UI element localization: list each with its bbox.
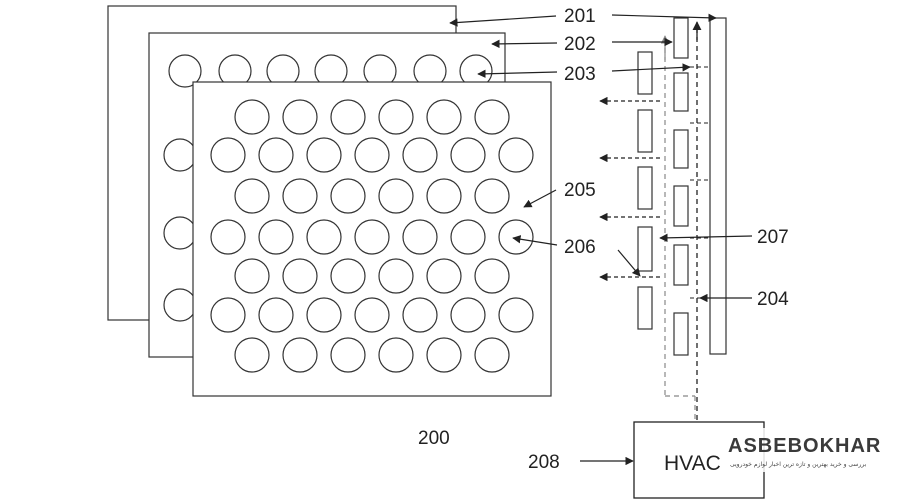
hole bbox=[330, 99, 366, 135]
hole bbox=[258, 297, 294, 333]
hole bbox=[426, 178, 462, 214]
watermark: ASBEBOKHAR بررسی و خرید بهترین و تازه تر… bbox=[724, 428, 881, 472]
hole bbox=[498, 137, 534, 173]
hole bbox=[474, 337, 510, 373]
label-206: 206 bbox=[564, 237, 596, 258]
hole bbox=[402, 297, 438, 333]
panel-205-holes bbox=[210, 99, 534, 373]
label-208: 208 bbox=[528, 452, 560, 473]
hole bbox=[498, 297, 534, 333]
hole bbox=[450, 137, 486, 173]
slot-connectors bbox=[690, 66, 710, 299]
hole bbox=[282, 337, 318, 373]
main-duct-bar bbox=[709, 17, 727, 355]
hole bbox=[282, 99, 318, 135]
hole bbox=[450, 297, 486, 333]
hole bbox=[210, 137, 246, 173]
return-air-path bbox=[664, 48, 696, 420]
hole bbox=[354, 137, 390, 173]
hole bbox=[168, 54, 202, 88]
hole bbox=[402, 137, 438, 173]
label-204: 204 bbox=[757, 289, 789, 310]
hole bbox=[426, 99, 462, 135]
hole bbox=[234, 178, 270, 214]
label-207: 207 bbox=[757, 227, 789, 248]
hole bbox=[210, 297, 246, 333]
hole bbox=[330, 178, 366, 214]
hvac-label: HVAC bbox=[664, 452, 721, 475]
hole bbox=[163, 138, 197, 172]
hole bbox=[378, 178, 414, 214]
hole bbox=[354, 219, 390, 255]
hole bbox=[378, 337, 414, 373]
hole bbox=[402, 219, 438, 255]
hole bbox=[282, 258, 318, 294]
label-202: 202 bbox=[564, 34, 596, 55]
hole bbox=[330, 337, 366, 373]
hole bbox=[498, 219, 534, 255]
hole bbox=[258, 137, 294, 173]
label-203: 203 bbox=[564, 64, 596, 85]
hole bbox=[234, 337, 270, 373]
hole bbox=[450, 219, 486, 255]
hole bbox=[234, 258, 270, 294]
airflow-arrows bbox=[599, 96, 660, 282]
label-200: 200 bbox=[418, 428, 450, 449]
hole bbox=[330, 258, 366, 294]
hole bbox=[474, 178, 510, 214]
hole bbox=[258, 219, 294, 255]
leader-arrows bbox=[449, 13, 753, 466]
watermark-brand: ASBEBOKHAR bbox=[728, 435, 881, 457]
hole bbox=[474, 99, 510, 135]
hole bbox=[474, 258, 510, 294]
hole bbox=[163, 288, 197, 322]
outlet-slots-right bbox=[673, 17, 689, 356]
hole bbox=[234, 99, 270, 135]
panel-202-holes bbox=[163, 54, 493, 322]
outlet-slots-left bbox=[637, 51, 653, 330]
hole bbox=[426, 337, 462, 373]
hole bbox=[354, 297, 390, 333]
hole bbox=[306, 297, 342, 333]
hole bbox=[426, 258, 462, 294]
hole bbox=[378, 99, 414, 135]
label-201: 201 bbox=[564, 6, 596, 27]
label-205: 205 bbox=[564, 180, 596, 201]
hole bbox=[306, 137, 342, 173]
hole bbox=[163, 216, 197, 250]
hole bbox=[210, 219, 246, 255]
hole bbox=[378, 258, 414, 294]
hole bbox=[306, 219, 342, 255]
watermark-tagline: بررسی و خرید بهترین و تازه ترین اخبار لو… bbox=[730, 461, 867, 468]
hole bbox=[282, 178, 318, 214]
